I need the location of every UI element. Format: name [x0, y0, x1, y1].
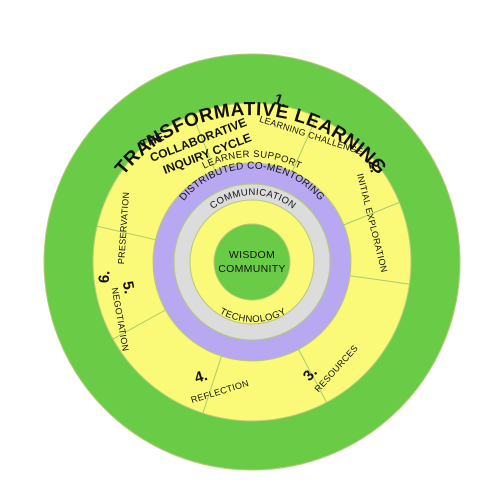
center-circle	[213, 223, 291, 301]
segment-divider	[202, 356, 222, 414]
segment-number: 4.	[193, 367, 210, 387]
segment-divider	[343, 201, 400, 226]
segment-dividers	[96, 114, 410, 414]
segment-divider	[112, 309, 166, 340]
segment-number: 2.	[364, 158, 384, 174]
segment-divider	[291, 116, 318, 172]
segment-divider	[349, 275, 410, 285]
center-label-line-2: COMMUNITY	[218, 263, 285, 275]
segment-divider	[191, 114, 216, 171]
segment-divider	[298, 349, 328, 403]
segment-number: 5.	[119, 280, 138, 295]
segment-number: 6.	[96, 270, 114, 284]
center-label-line-1: WISDOM	[229, 249, 275, 261]
segment-divider	[96, 225, 156, 241]
segment-number: 1.	[272, 91, 289, 111]
